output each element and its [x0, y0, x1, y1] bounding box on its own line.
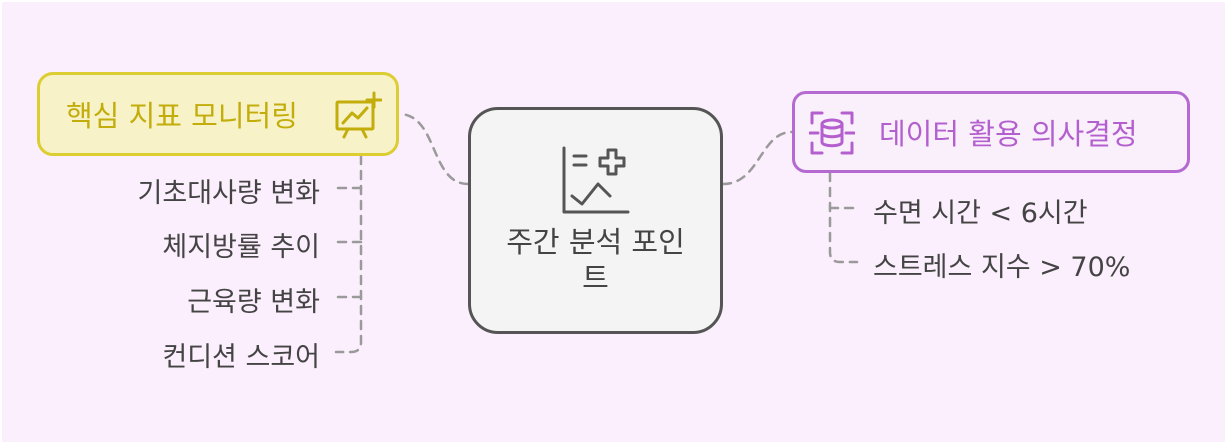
left-item-condition-score[interactable]: 컨디션 스코어 — [162, 342, 320, 373]
database-scan-icon — [808, 110, 856, 163]
monitor-chart-plus-icon — [334, 91, 383, 146]
branch-data-decision[interactable]: 데이터 활용 의사결정 — [792, 91, 1190, 173]
chart-plus-icon — [560, 146, 632, 220]
left-item-bmr-change[interactable]: 기초대사량 변화 — [137, 178, 320, 209]
right-item-stress-index[interactable]: 스트레스 지수 > 70% — [873, 252, 1131, 283]
connector-center-right — [721, 130, 794, 186]
branch-data-decision-label: 데이터 활용 의사결정 — [879, 117, 1138, 151]
center-topic[interactable]: 주간 분석 포인트 — [468, 107, 723, 334]
left-item-muscle-change[interactable]: 근육량 변화 — [187, 287, 320, 318]
center-topic-label: 주간 분석 포인트 — [506, 225, 685, 295]
connector-right-spine — [828, 171, 859, 264]
connector-center-left — [397, 112, 470, 186]
left-item-body-fat-trend[interactable]: 체지방률 추이 — [162, 232, 320, 263]
branch-key-metrics-label: 핵심 지표 모니터링 — [66, 99, 298, 133]
connector-left-spine — [334, 154, 363, 354]
right-item-sleep-time[interactable]: 수면 시간 < 6시간 — [873, 198, 1088, 229]
branch-key-metrics[interactable]: 핵심 지표 모니터링 — [37, 72, 399, 156]
